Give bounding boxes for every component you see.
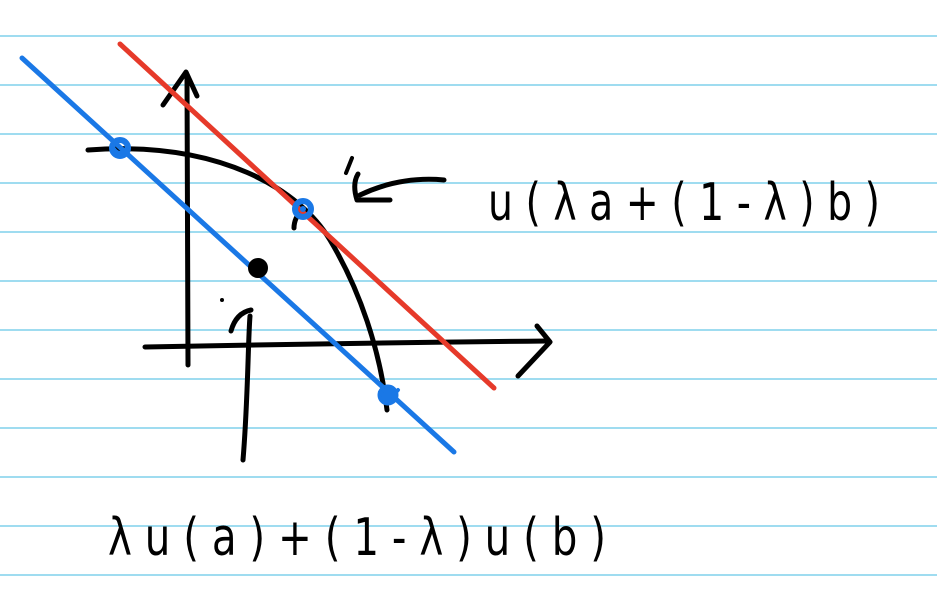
- x-axis: [142, 338, 551, 350]
- blue-point-tangent: [292, 198, 314, 220]
- y-axis: [184, 72, 191, 368]
- upper-arrow-head: [352, 171, 393, 203]
- upper-label: u ( λ a + ( 1 - λ ) b ): [488, 173, 880, 233]
- x-axis-arrowhead: [515, 323, 553, 379]
- blue-point-a: [109, 137, 131, 159]
- blue-point-b: [377, 384, 400, 406]
- concave-curve: [85, 146, 390, 413]
- upper-arrow-tick: [344, 156, 354, 175]
- blue-line: [19, 55, 457, 455]
- notebook-rule-lines: [0, 35, 937, 576]
- lower-arrow-head: [228, 307, 254, 334]
- upper-arrow: [357, 176, 447, 198]
- lower-label: λ u ( a ) + ( 1 - λ ) u ( b ): [108, 508, 606, 568]
- axes: [142, 69, 553, 379]
- black-point: [248, 258, 268, 278]
- lower-arrow: [240, 313, 253, 463]
- ink-dot: [220, 298, 224, 302]
- y-axis-arrowhead: [160, 69, 200, 108]
